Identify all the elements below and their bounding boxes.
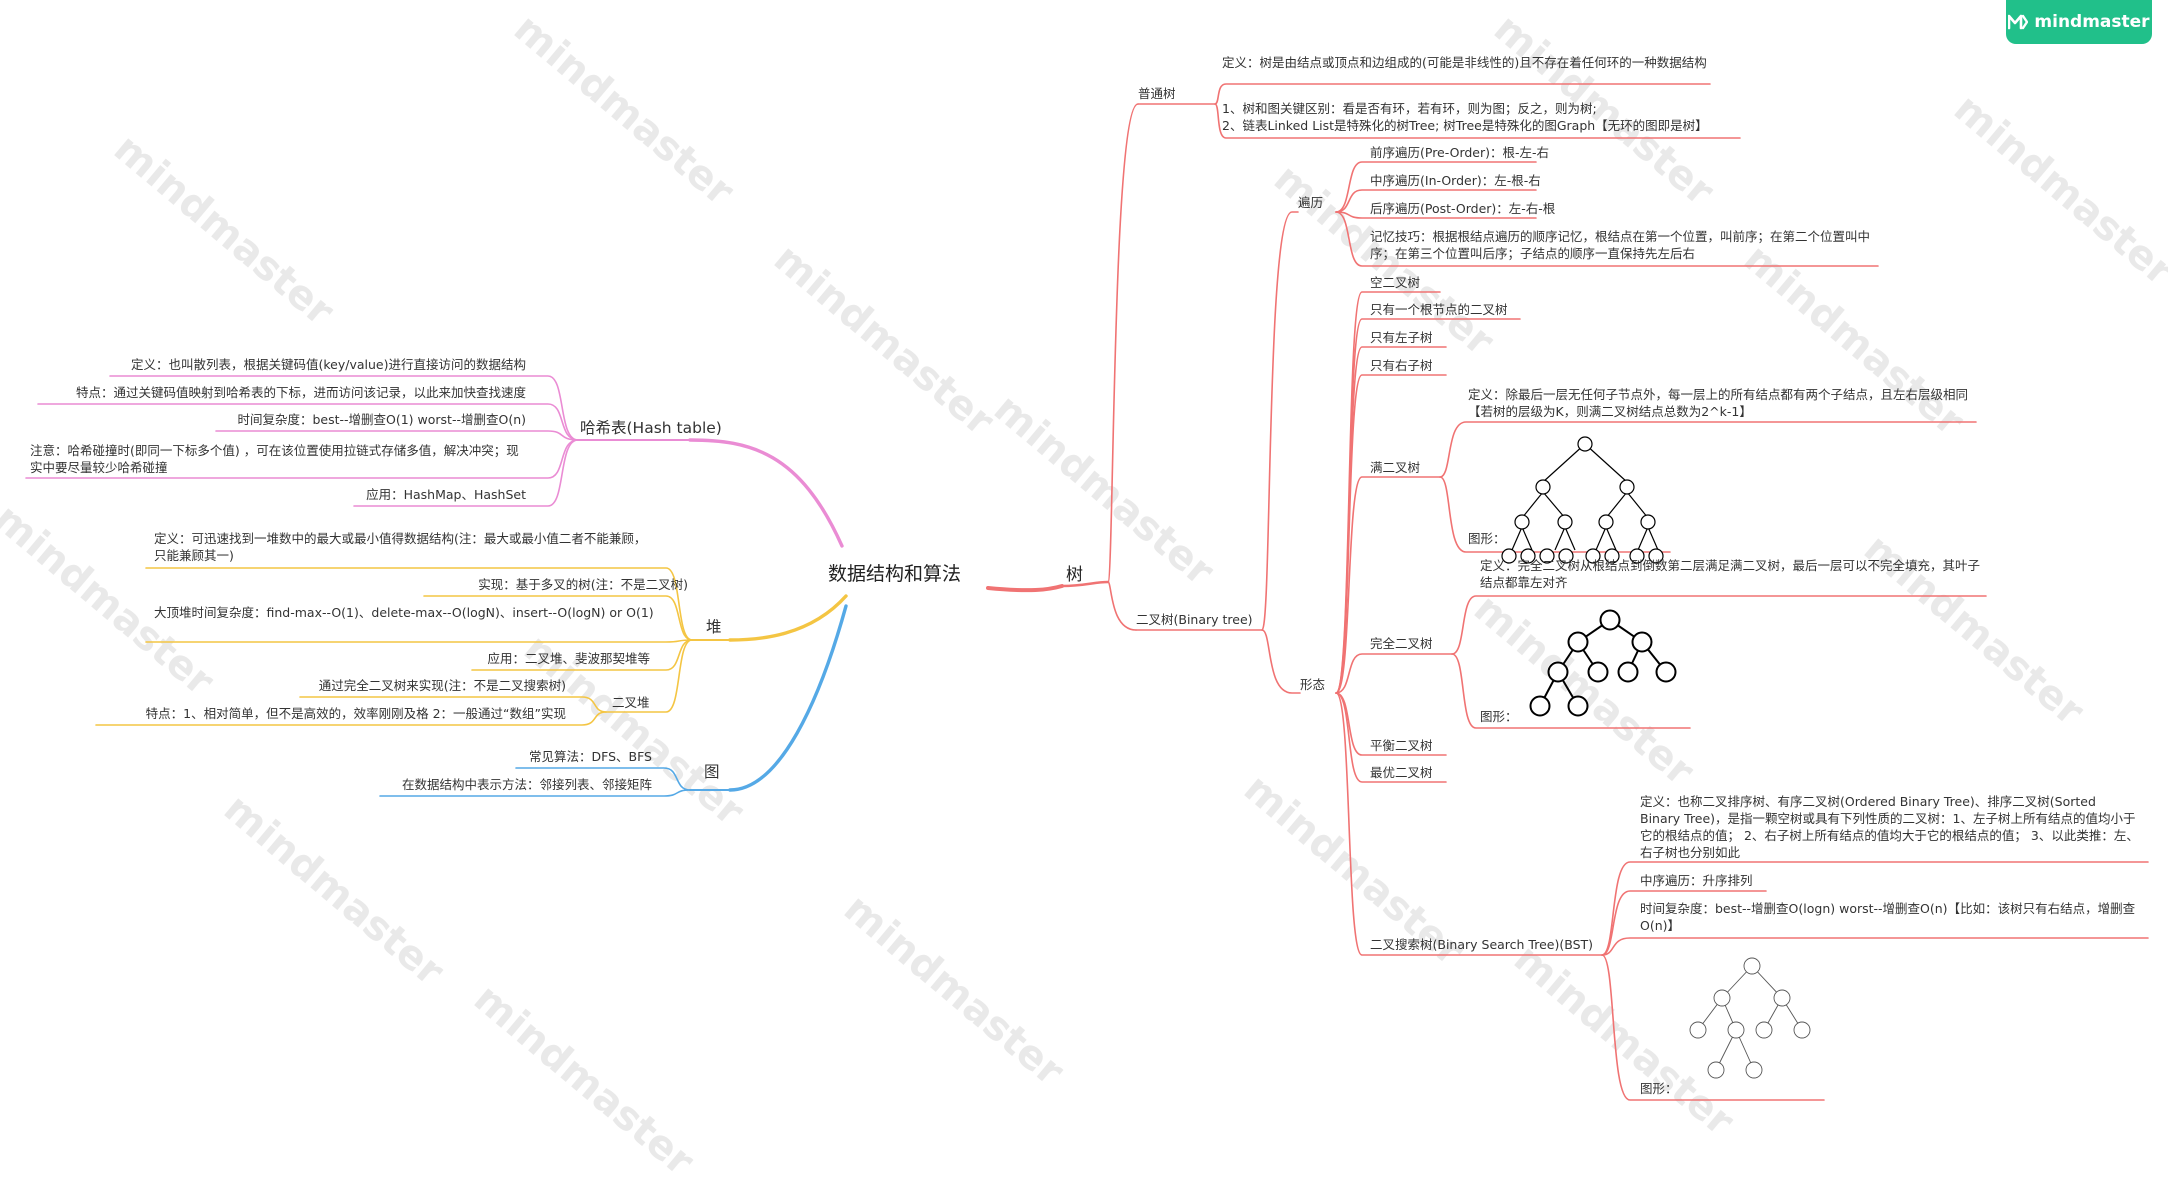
bst-figure-label: 图形： <box>1640 1081 1678 1096</box>
hash-note: 注意：哈希碰撞时(即同一下标多个值) ，可在该位置使用拉链式存储多值，解决冲突；… <box>30 443 519 475</box>
form-right-only: 只有右子树 <box>1370 358 1433 373</box>
heap-complexity: 大顶堆时间复杂度：find-max--O(1)、delete-max--O(lo… <box>154 605 654 620</box>
graph-representation: 在数据结构中表示方法：邻接列表、邻接矩阵 <box>401 777 652 792</box>
topic-complete-binary-tree[interactable]: 完全二叉树 <box>1370 636 1433 651</box>
graph-algorithms: 常见算法：DFS、BFS <box>528 749 652 764</box>
topic-binary-tree[interactable]: 二叉树(Binary tree) <box>1136 612 1253 627</box>
topic-graph[interactable]: 图 <box>704 763 720 781</box>
complete-tree-figure-label: 图形： <box>1480 709 1518 724</box>
heap-implementation: 实现：基于多叉的树(注：不是二叉树) <box>478 577 688 592</box>
binary-heap-feature: 特点：1、相对简单，但不是高效的，效率刚刚及格 2：一般通过“数组”实现 <box>145 706 566 721</box>
binary-heap-impl: 通过完全二叉树来实现(注：不是二叉搜索树) <box>318 678 566 693</box>
complete-binary-tree-figure <box>1529 609 1677 717</box>
traversal-preorder: 前序遍历(Pre-Order)：根-左-右 <box>1370 145 1550 160</box>
topic-forms[interactable]: 形态 <box>1300 677 1326 692</box>
mindmaster-logo-icon <box>2008 14 2029 30</box>
topic-traversal[interactable]: 遍历 <box>1298 195 1324 210</box>
heap-definition: 定义：可迅速找到一堆数中的最大或最小值得数据结构(注：最大或最小值二者不能兼顾，… <box>154 531 647 563</box>
topic-hash-table[interactable]: 哈希表(Hash table) <box>580 419 722 437</box>
form-optimal-tree: 最优二叉树 <box>1370 765 1433 780</box>
full-tree-figure-label: 图形： <box>1468 531 1506 546</box>
general-tree-notes: 1、树和图关键区别：看是否有环，若有环，则为图；反之，则为树; 2、链表Link… <box>1222 101 1708 133</box>
mindmaster-badge[interactable]: mindmaster <box>2006 0 2152 44</box>
bst-definition: 定义：也称二叉排序树、有序二叉树(Ordered Binary Tree)、排序… <box>1640 794 2139 860</box>
topic-general-tree[interactable]: 普通树 <box>1138 86 1176 101</box>
central-topic[interactable]: 数据结构和算法 <box>828 563 962 585</box>
topic-bst[interactable]: 二叉搜索树(Binary Search Tree)(BST) <box>1370 937 1594 952</box>
topic-tree[interactable]: 树 <box>1066 565 1083 585</box>
topic-binary-heap[interactable]: 二叉堆 <box>612 695 650 710</box>
traversal-inorder: 中序遍历(In-Order)：左-根-右 <box>1370 173 1541 188</box>
heap-application: 应用：二叉堆、斐波那契堆等 <box>487 651 650 666</box>
full-tree-definition: 定义：除最后一层无任何子节点外，每一层上的所有结点都有两个子结点，且左右层级相同… <box>1468 387 1969 419</box>
connector-lines <box>25 83 2149 1101</box>
topic-heap[interactable]: 堆 <box>706 618 722 636</box>
topic-full-binary-tree[interactable]: 满二叉树 <box>1370 460 1421 475</box>
general-tree-definition: 定义：树是由结点或顶点和边组成的(可能是非线性的)且不存在着任何环的一种数据结构 <box>1222 55 1707 70</box>
traversal-memory-tip: 记忆技巧：根据根结点遍历的顺序记忆，根结点在第一个位置，叫前序；在第二个位置叫中… <box>1370 229 1871 261</box>
traversal-postorder: 后序遍历(Post-Order)：左-右-根 <box>1370 201 1556 216</box>
full-binary-tree-figure <box>1501 436 1664 564</box>
bst-figure <box>1689 957 1811 1079</box>
form-root-only: 只有一个根节点的二叉树 <box>1370 302 1508 317</box>
bst-complexity: 时间复杂度：best--增删查O(logn) worst--增删查O(n)【比如… <box>1640 901 2136 933</box>
hash-application: 应用：HashMap、HashSet <box>366 487 526 502</box>
form-empty-tree: 空二叉树 <box>1370 275 1421 290</box>
form-balanced-tree: 平衡二叉树 <box>1370 738 1433 753</box>
hash-feature: 特点：通过关键码值映射到哈希表的下标，进而访问该记录，以此来加快查找速度 <box>75 385 526 400</box>
bst-inorder: 中序遍历：升序排列 <box>1640 873 1753 888</box>
hash-complexity: 时间复杂度：best--增删查O(1) worst--增删查O(n) <box>237 412 526 427</box>
brand-name: mindmaster <box>2034 12 2150 32</box>
complete-tree-definition: 定义：完全二叉树从根结点到倒数第二层满足满二叉树，最后一层可以不完全填充，其叶子… <box>1480 558 1981 590</box>
hash-definition: 定义：也叫散列表，根据关键码值(key/value)进行直接访问的数据结构 <box>131 357 526 372</box>
form-left-only: 只有左子树 <box>1370 330 1433 345</box>
